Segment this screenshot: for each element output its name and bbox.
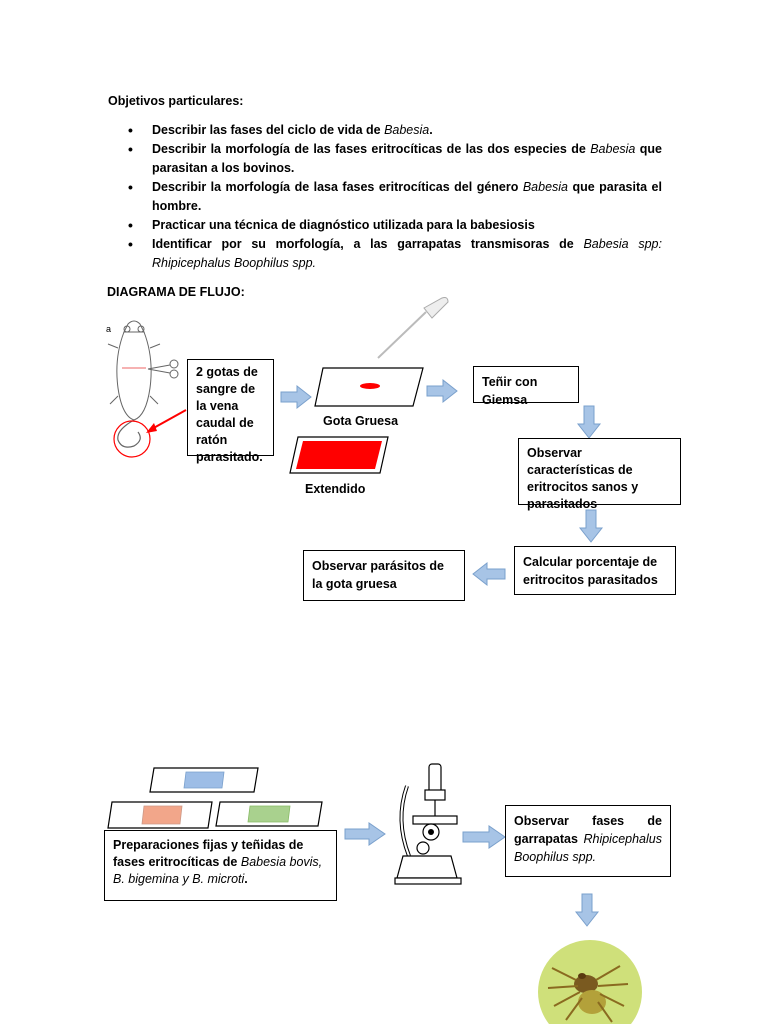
mouse-illustration: a — [106, 320, 179, 458]
extendido-slide — [289, 436, 389, 474]
objective-item: Practicar una técnica de diagnóstico uti… — [108, 216, 662, 235]
arrow-down-icon — [576, 405, 602, 439]
tick-image — [538, 940, 642, 1024]
observe-features-box: Observar características de eritrocitos … — [518, 438, 681, 511]
stained-slides-illustration — [107, 767, 323, 829]
arrow-down-icon — [578, 509, 604, 543]
gota-gruesa-label: Gota Gruesa — [323, 414, 399, 428]
mouse-label: a — [106, 324, 111, 334]
extendido-label: Extendido — [305, 482, 366, 496]
prepared-slides-box: Preparaciones fijas y teñidas de fases e… — [104, 830, 337, 901]
objectives-title: Objetivos particulares: — [108, 94, 244, 108]
objectives-list: Describir las fases del ciclo de vida de… — [108, 121, 662, 273]
arrow-right-icon — [426, 378, 458, 404]
objective-item: Describir la morfología de las fases eri… — [108, 140, 662, 178]
objective-item: Describir las fases del ciclo de vida de… — [108, 121, 662, 140]
arrow-right-icon — [280, 384, 312, 410]
flow-title: DIAGRAMA DE FLUJO: — [107, 285, 245, 299]
objective-item: Identificar por su morfología, a las gar… — [108, 235, 662, 273]
observe-parasites-box: Observar parásitos de la gota gruesa — [303, 550, 465, 601]
microscope-icon — [394, 763, 462, 885]
objective-item: Describir la morfología de lasa fases er… — [108, 178, 662, 216]
red-pointer-arrow — [146, 409, 187, 433]
arrow-right-icon — [462, 825, 506, 849]
blood-sample-box: 2 gotas de sangre de la vena caudal de r… — [187, 359, 274, 464]
giemsa-box: Teñir con Giemsa — [473, 366, 579, 407]
gota-gruesa-slide — [314, 367, 424, 407]
arrow-right-icon — [344, 822, 386, 846]
observe-ticks-box: Observar fases de garrapatas Rhipicephal… — [505, 805, 671, 877]
pipette-icon — [377, 297, 449, 359]
tail-highlight-circle — [113, 420, 151, 458]
calculate-percentage-box: Calcular porcentaje de eritrocitos paras… — [514, 546, 676, 595]
arrow-left-icon — [472, 561, 506, 587]
arrow-down-icon — [574, 893, 600, 927]
